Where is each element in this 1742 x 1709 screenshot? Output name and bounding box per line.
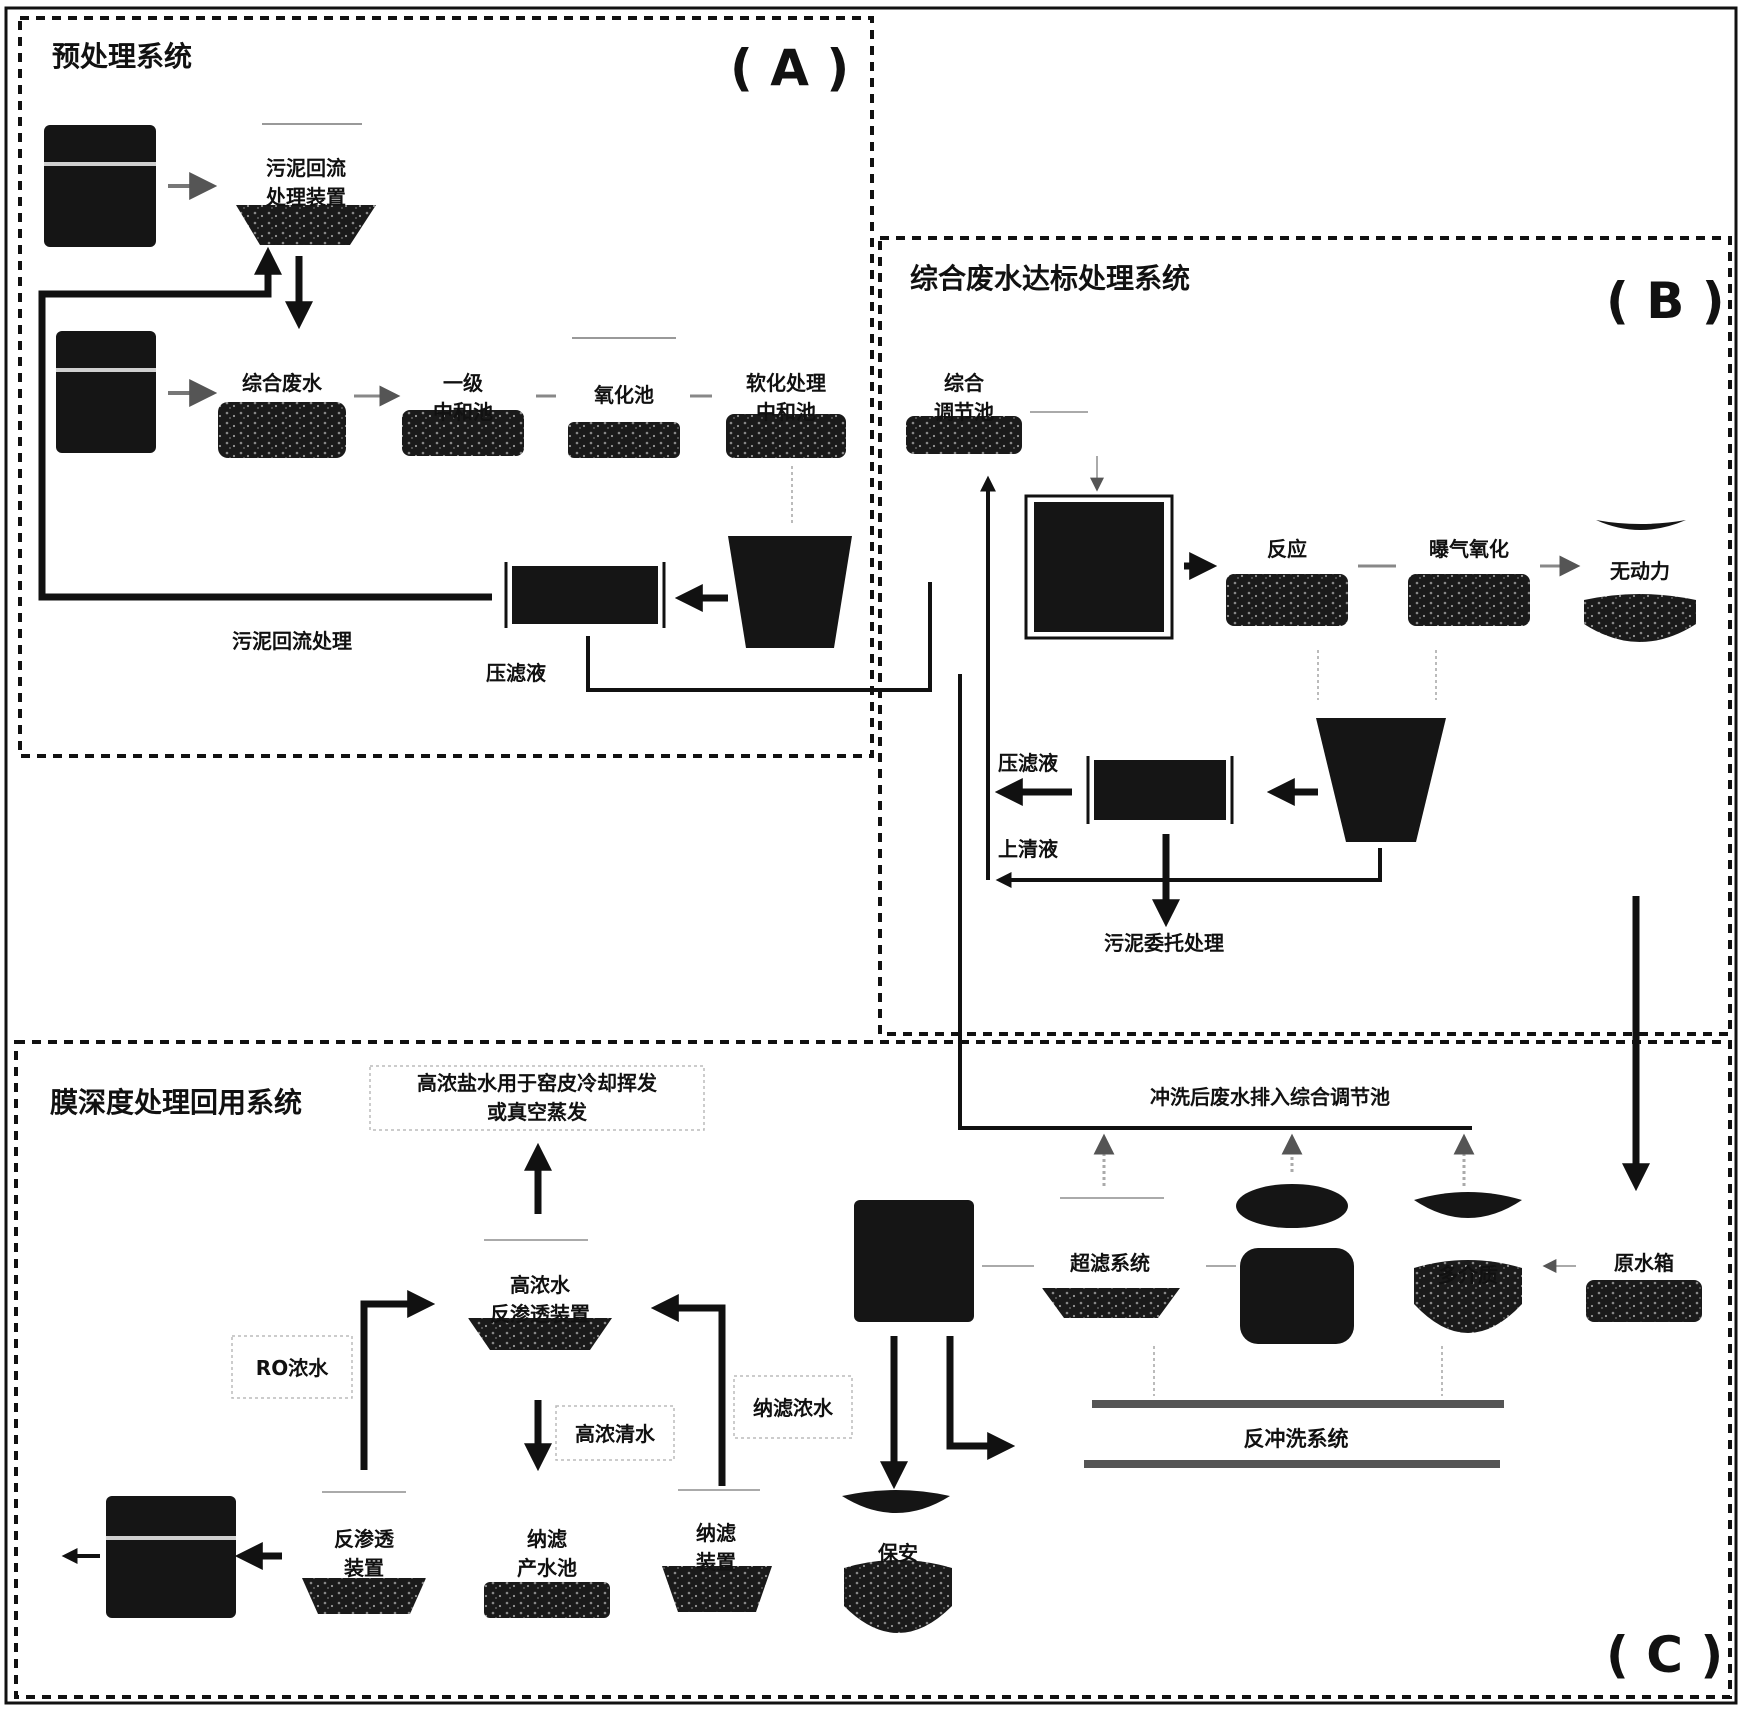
column-top [1236, 1184, 1348, 1228]
sludge-return-line [38, 246, 492, 601]
softening-label-1: 软化处理 [746, 371, 826, 395]
source-tank-top [44, 125, 156, 247]
wastewater-label: 综合废水 [242, 371, 323, 395]
nf-product-label-1: 纳滤 [527, 1527, 567, 1551]
region-a-tag: ( A ) [730, 39, 849, 97]
security-filter-cap [842, 1490, 950, 1513]
unpowered-label: 无动力 [1610, 559, 1670, 583]
ro-concentrate-line [360, 1290, 436, 1470]
nf-product-tank [484, 1582, 610, 1618]
primary-neutral-label-2: 中和池 [433, 400, 493, 424]
filter-press-b [1094, 760, 1226, 820]
aeration-label: 曝气氧化 [1429, 537, 1509, 561]
uf-label: 超滤系统 [1069, 1251, 1150, 1275]
nf-concentrate-line [650, 1294, 726, 1486]
arrow-holding-to-backwash [946, 1336, 1016, 1460]
supernatant-line [995, 848, 1382, 888]
nf-device [662, 1566, 772, 1612]
filter-press-a [512, 566, 658, 624]
region-a-pretreatment: 预处理系统 ( A ) 污泥回流 处理装置 综合废水 一级 中和池 氧化池 [18, 16, 932, 758]
security-filter [844, 1560, 952, 1633]
hc-ro-label-1: 高浓水 [510, 1273, 571, 1297]
raw-water-tank [1586, 1280, 1702, 1322]
hc-ro-label-2: 反渗透装置 [490, 1302, 590, 1326]
region-c-membrane-reuse: 膜深度处理回用系统 ( C ) 冲洗后废水排入综合调节池 原水箱 多介质 超滤系… [14, 674, 1732, 1699]
sludge-return-device [236, 205, 376, 245]
settler-b [1034, 502, 1164, 632]
label-supernatant: 上清液 [998, 837, 1059, 861]
multimedia-filter [1414, 1260, 1522, 1333]
softening-tank [726, 414, 846, 458]
nf-device-label-2: 装置 [695, 1550, 736, 1574]
brine-label-2: 或真空蒸发 [487, 1100, 588, 1124]
brine-box [369, 1065, 705, 1131]
region-b-frame [878, 236, 1732, 1036]
wastewater-tank [218, 402, 346, 458]
regulating-label-1: 综合 [944, 371, 985, 395]
label-sludge-return-treatment: 污泥回流处理 [232, 629, 352, 653]
ro-concentrate-box [231, 1335, 353, 1399]
flush-return-line [958, 674, 1472, 1130]
label-filtrate-a: 压滤液 [486, 661, 547, 685]
region-c-title: 膜深度处理回用系统 [50, 1086, 302, 1119]
region-c-frame [14, 1040, 1732, 1699]
uf-system [1042, 1288, 1180, 1318]
product-water-waterline [106, 1536, 236, 1540]
hc-clear-water-box [555, 1405, 675, 1461]
primary-neutral-label-1: 一级 [443, 371, 483, 395]
ro-concentrate-label: RO浓水 [256, 1356, 329, 1380]
product-water-tank [106, 1496, 236, 1618]
reaction-label: 反应 [1267, 537, 1307, 561]
aeration-tank [1408, 574, 1530, 626]
security-label: 保安 [877, 1541, 918, 1565]
raw-water-label: 原水箱 [1614, 1251, 1674, 1275]
source-tank-bottom-waterline [56, 368, 156, 372]
backwash-top-bar [1092, 1400, 1504, 1408]
backwash-bottom-bar [1084, 1460, 1500, 1468]
reaction-tank [1226, 574, 1348, 626]
source-tank-top-waterline [44, 162, 156, 166]
region-c-tag: ( C ) [1606, 1626, 1723, 1684]
oxidation-tank [568, 422, 680, 458]
hc-ro-device [468, 1318, 612, 1350]
region-b-standard-treatment: 综合废水达标处理系统 ( B ) 综合 调节池 反应 曝气氧化 无动力 [878, 236, 1732, 1192]
multimedia-label: 多介质 [1438, 1263, 1498, 1287]
backwash-label: 反冲洗系统 [1244, 1427, 1349, 1451]
nf-product-label-2: 产水池 [517, 1556, 577, 1580]
regulating-tank [906, 416, 1022, 454]
region-a-frame [18, 16, 874, 758]
softening-label-2: 中和池 [756, 400, 816, 424]
uf-holding-tank [854, 1200, 974, 1322]
thickener-a [728, 536, 852, 648]
hc-clear-water-label: 高浓清水 [575, 1422, 656, 1446]
outer-border [4, 6, 1738, 1705]
oxidation-label: 氧化池 [593, 383, 654, 407]
brine-label-1: 高浓盐水用于窑皮冷却挥发 [417, 1071, 658, 1095]
thickener-b [1316, 718, 1446, 842]
region-a-title: 预处理系统 [52, 40, 192, 73]
label-flush-return: 冲洗后废水排入综合调节池 [1150, 1085, 1390, 1109]
sludge-device-label-1: 污泥回流 [266, 156, 346, 180]
label-sludge-outsourced: 污泥委托处理 [1104, 931, 1224, 955]
ro-device-label-2: 装置 [343, 1556, 384, 1580]
settler-b-frame [1024, 494, 1174, 640]
ro-device [302, 1578, 426, 1614]
filtrate-a-line [586, 582, 932, 692]
region-b-tag: ( B ) [1606, 272, 1725, 330]
ro-device-label-1: 反渗透 [334, 1527, 395, 1551]
column-body [1240, 1248, 1354, 1344]
nf-device-label-1: 纳滤 [696, 1521, 736, 1545]
unpowered-tank [1584, 594, 1696, 642]
regulating-label-2: 调节池 [934, 400, 994, 424]
label-filtrate-b: 压滤液 [998, 751, 1059, 775]
multimedia-cap [1414, 1192, 1522, 1218]
unpowered-tank-cap [1596, 520, 1686, 530]
source-tank-bottom [56, 331, 156, 453]
nf-concentrate-label: 纳滤浓水 [753, 1396, 834, 1420]
region-b-title: 综合废水达标处理系统 [910, 262, 1190, 295]
sludge-device-label-2: 处理装置 [265, 185, 346, 209]
primary-neutral-tank [402, 410, 524, 456]
